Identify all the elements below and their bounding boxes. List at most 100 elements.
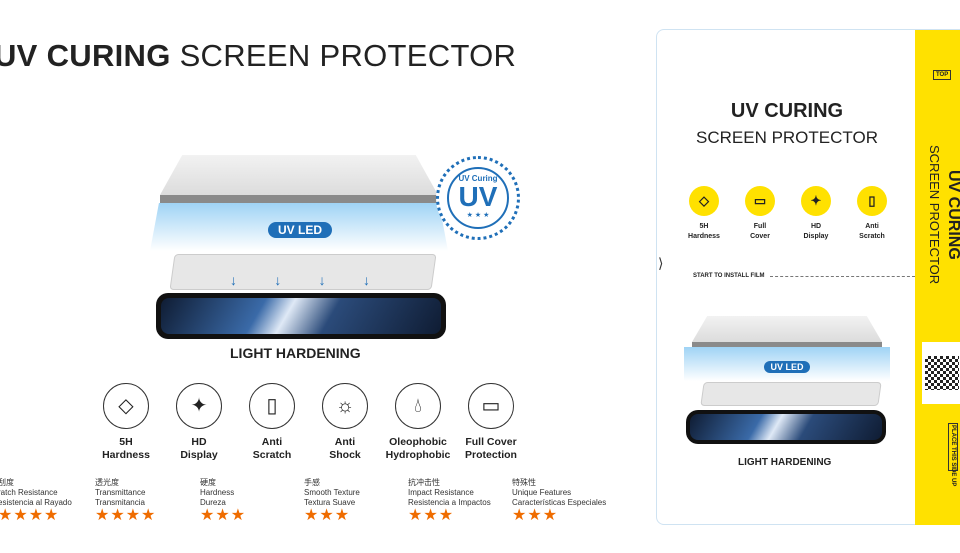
package-film [700, 382, 882, 406]
feature-label: Scratch [859, 233, 885, 240]
uv-curing-badge: UV Curing UV ★ ★ ★ [436, 156, 520, 240]
badge-main-text: UV [458, 181, 498, 212]
spec-en: Transmittance [95, 488, 146, 497]
spec-en: Impact Resistance [408, 488, 474, 497]
feature-label: Cover [750, 233, 770, 240]
spec-zh: 透光度 [95, 478, 119, 487]
star-icon: ★ [28, 507, 45, 524]
phone-image [156, 293, 446, 339]
star-rating: ★★★ [512, 508, 606, 524]
diamond-icon: ◇ [689, 186, 719, 216]
diamond-icon: ◇ [103, 383, 149, 429]
star-icon: ★ [230, 507, 247, 524]
star-icon: ★ [542, 507, 559, 524]
arrow-down-icon: ↓ [274, 272, 282, 288]
page-title: UV CURING SCREEN PROTECTOR [0, 38, 517, 73]
hd-display-icon: ✦ [176, 383, 222, 429]
feature-label: Hardness [688, 233, 720, 240]
spec-en: Hardness [200, 488, 235, 497]
arrow-down-icon: ↓ [230, 272, 237, 288]
feature-label: Display [180, 449, 218, 461]
feature-label: 5H [699, 223, 709, 230]
spec-es: Dureza [200, 498, 226, 507]
place-this-side-up-label: PLACE THIS SIDE UP [948, 423, 958, 487]
feature-label: Shock [329, 449, 361, 461]
peel-tab-icon[interactable]: ⟩ [658, 255, 664, 271]
package-caption: LIGHT HARDENING [738, 457, 832, 468]
spec-zh: 手感 [304, 478, 320, 487]
install-dashed-line [770, 276, 915, 277]
anti-shock-icon: ☼ [322, 383, 368, 429]
package-uv-lamp [692, 316, 882, 342]
star-rating: ★★★★ [0, 508, 72, 524]
star-icon: ★ [110, 507, 126, 524]
yellow-side-band [915, 30, 960, 525]
star-icon: ★ [95, 507, 111, 524]
star-icon: ★ [13, 507, 29, 524]
phone-screen [161, 298, 441, 334]
package-phone-image [686, 410, 886, 444]
star-icon: ★ [527, 507, 543, 524]
package-title-bold: UV CURING [730, 100, 844, 122]
star-icon: ★ [304, 507, 320, 524]
spec-es: esistencia al Rayado [0, 498, 72, 507]
spec-en: ratch Resistance [0, 488, 58, 497]
feature-label: Anti [334, 436, 356, 448]
package-uv-led-label: UV LED [764, 361, 810, 373]
phone-screen [690, 414, 882, 440]
feature-label: Anti [261, 436, 283, 448]
lamp-edge [160, 195, 438, 203]
package-title-light: SCREEN PROTECTOR [696, 128, 878, 147]
feature-label: Scratch [252, 449, 292, 461]
spec-zh: 刮度 [0, 478, 14, 487]
feature-label: HD [191, 436, 207, 448]
light-hardening-caption: LIGHT HARDENING [230, 345, 361, 361]
star-icon: ★ [512, 507, 528, 524]
lamp-edge [692, 342, 882, 347]
feature-label: Anti [865, 223, 879, 230]
qr-code [922, 342, 960, 404]
uv-led-label: UV LED [268, 222, 332, 238]
arrows: ↓ ↓ ↓ ↓ [230, 272, 370, 288]
install-label: START TO INSTALL FILM [693, 273, 765, 279]
star-icon: ★ [334, 507, 351, 524]
star-icon: ★ [141, 507, 157, 524]
full-cover-icon: ▭ [745, 186, 775, 216]
arrow-down-icon: ↓ [362, 272, 370, 288]
feature-label: Hardness [102, 449, 150, 461]
spec-es: Transmitancia [95, 498, 145, 507]
package-feature: ◇ 5H Hardness [674, 186, 734, 242]
badge-stars: ★ ★ ★ [466, 212, 490, 219]
hd-display-icon: ✦ [801, 186, 831, 216]
star-icon: ★ [200, 507, 216, 524]
qr-pattern [925, 356, 959, 390]
band-title-bold: UV CURING [945, 170, 960, 260]
feature-label: Oleophobic [389, 436, 447, 448]
top-arrow-icon: TOP [933, 70, 952, 80]
arrow-down-icon: ↓ [318, 272, 326, 288]
feature-label: Protection [465, 449, 517, 461]
feature-label: Hydrophobic [385, 449, 451, 461]
package-title: UV CURING SCREEN PROTECTOR [656, 100, 918, 148]
uv-lamp [160, 155, 438, 195]
droplet-icon: 💧︎ [395, 383, 441, 429]
anti-scratch-icon: ▯ [857, 186, 887, 216]
feature-label: HD [810, 223, 822, 230]
star-icon: ★ [408, 507, 424, 524]
star-icon: ★ [319, 507, 335, 524]
spec-zh: 抗冲击性 [408, 478, 440, 487]
